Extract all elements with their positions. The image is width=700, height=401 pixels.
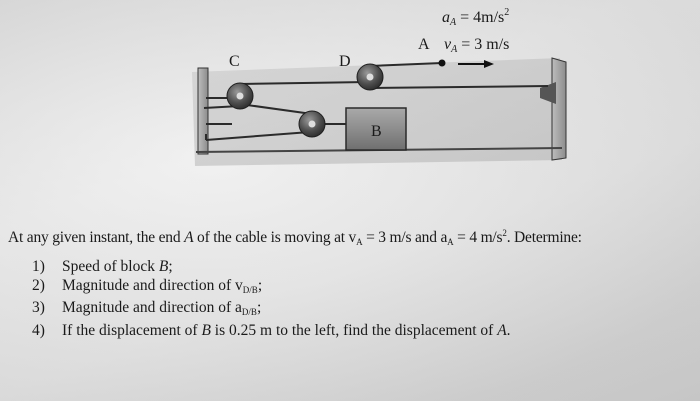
right-wall-anchor <box>540 82 556 104</box>
velocity-label: vA = 3 m/s <box>444 36 509 55</box>
question-number: 2) <box>32 276 45 294</box>
cable-end-A <box>438 59 446 67</box>
acceleration-label: aA = 4m/s2 <box>442 7 509 28</box>
block-B-label: B <box>371 123 382 140</box>
left-wall <box>197 67 209 155</box>
point-A-label: A <box>418 36 430 53</box>
question-item: 1) Speed of block B; <box>32 258 632 277</box>
pulley-C-label: C <box>229 53 240 70</box>
pulley-D-hub <box>366 73 374 81</box>
right-wall <box>551 57 567 161</box>
cable-C-top-to-D-bottom <box>239 81 369 85</box>
question-text: Speed of block B; <box>62 258 173 275</box>
cable-top-D-to-A <box>369 62 443 67</box>
block-B <box>345 107 407 151</box>
question-text: Magnitude and direction of vD/B; <box>62 276 263 295</box>
cable-lower-to-B-pulley <box>205 131 311 141</box>
question-item: 3) Magnitude and direction of aD/B; <box>32 299 632 322</box>
question-number: 3) <box>32 299 45 316</box>
pulley-diagram: B C D aA = 4m/s2 A vA = 3 m/s <box>192 7 567 166</box>
velocity-arrowhead <box>484 60 494 68</box>
question-text: Magnitude and direction of aD/B; <box>62 299 262 317</box>
problem-statement: At any given instant, the end A of the c… <box>8 228 582 247</box>
question-text: If the displacement of B is 0.25 m to th… <box>62 321 511 339</box>
question-number: 4) <box>32 321 45 339</box>
pulley-B-hub <box>308 120 316 128</box>
cable-D-bottom-to-wall <box>371 85 549 89</box>
question-item: 4) If the displacement of B is 0.25 m to… <box>32 322 632 341</box>
cable-C-to-B-pulley-top <box>239 103 313 115</box>
question-item: 2) Magnitude and direction of vD/B; <box>32 277 632 300</box>
question-list: 1) Speed of block B; 2) Magnitude and di… <box>32 258 632 340</box>
question-number: 1) <box>32 258 45 275</box>
pulley-D-label: D <box>339 53 351 70</box>
pulley-C-hub <box>236 92 244 100</box>
